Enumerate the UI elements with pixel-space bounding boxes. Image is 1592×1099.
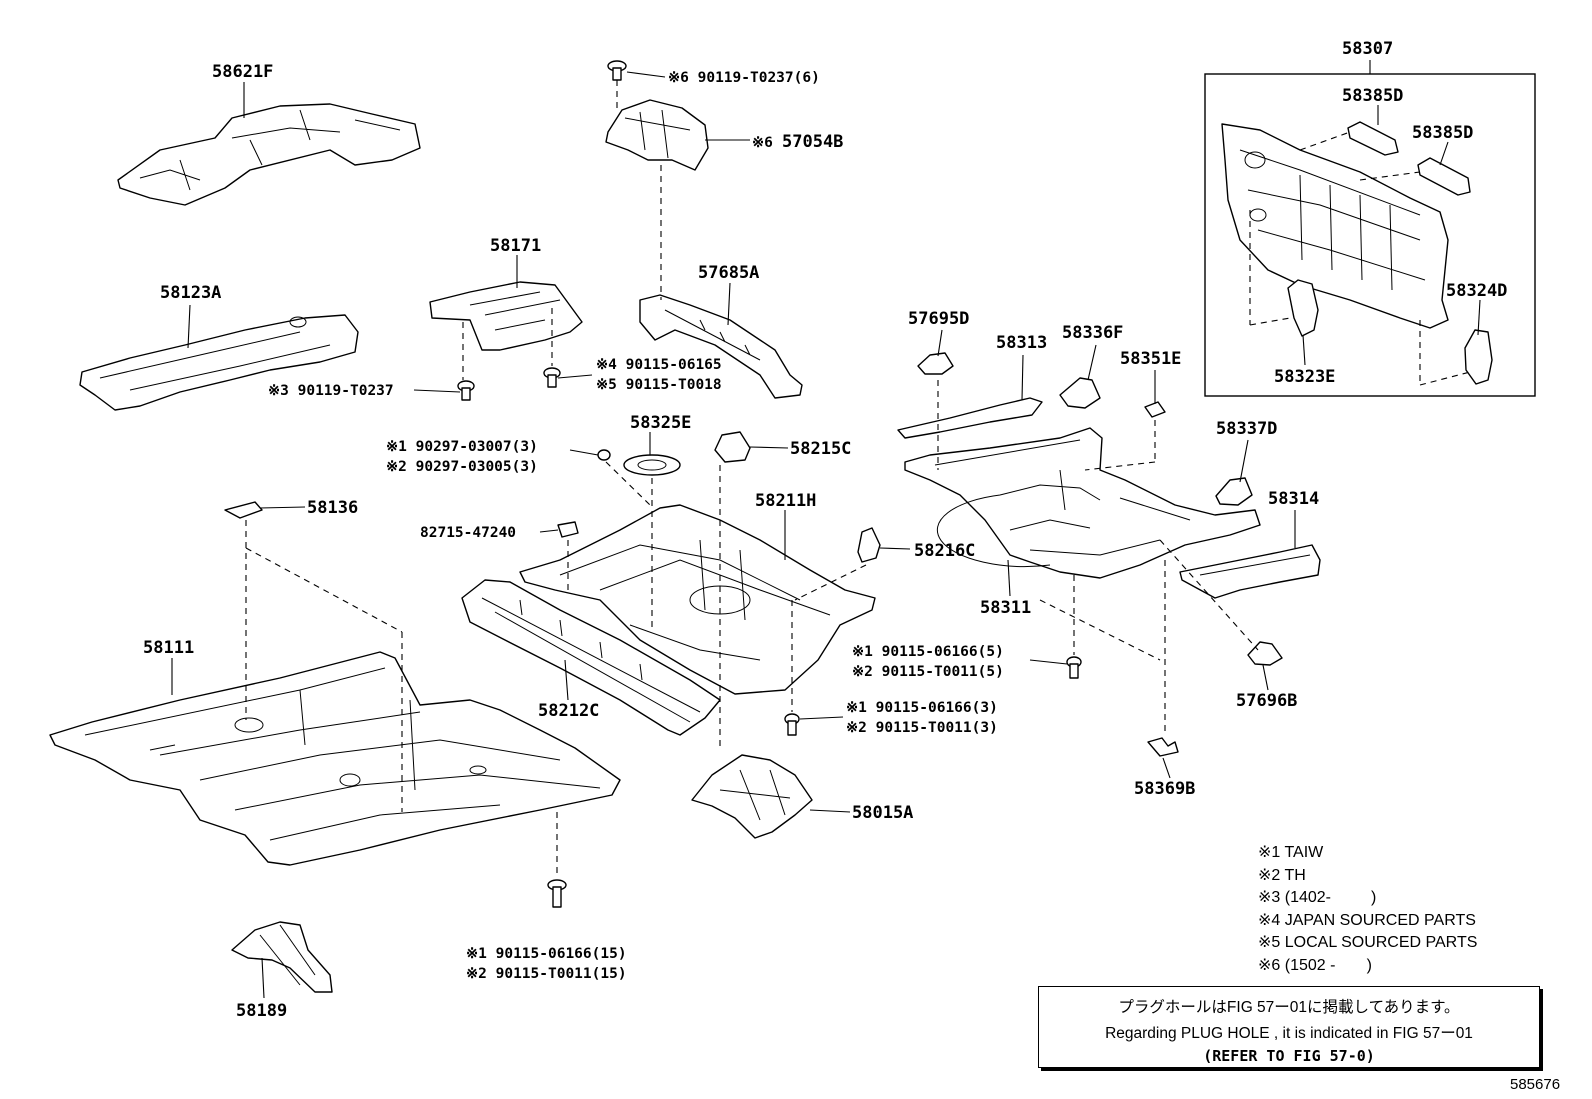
note-5: ※5 LOCAL SOURCED PARTS (1258, 934, 1478, 952)
fastener-nut-a: ※1 90297-03007(3) (386, 439, 538, 455)
part-58307-drawing (1221, 123, 1449, 329)
part-58136-drawing (224, 501, 263, 519)
part-58323E-drawing (1287, 279, 1319, 337)
label-58311: 58311 (980, 598, 1031, 618)
plug-hole-refer-link[interactable]: (REFER TO FIG 57-0) (1203, 1047, 1375, 1065)
label-58325E: 58325E (630, 413, 691, 433)
part-58212C-drawing (461, 579, 721, 736)
label-58336F: 58336F (1062, 323, 1123, 343)
label-58212C: 58212C (538, 701, 599, 721)
part-57054B-drawing (605, 99, 709, 171)
part-58015A-drawing (691, 754, 813, 839)
fastener-mid-b: ※2 90115-T0011(5) (852, 664, 1004, 680)
dashed-alignment-lines (245, 80, 1471, 878)
label-57054B: 57054B (782, 132, 843, 152)
label-57685A: 57685A (698, 263, 759, 283)
part-58351E-drawing (1144, 401, 1166, 418)
part-57695D-drawing (917, 352, 954, 375)
fastener-low-b: ※2 90115-T0011(3) (846, 720, 998, 736)
label-58385D-a: 58385D (1342, 86, 1403, 106)
label-58111: 58111 (143, 638, 194, 658)
note-6: ※6 (1502 - ) (1258, 956, 1372, 974)
part-58369B-drawing (1147, 737, 1179, 757)
leader-lines (171, 60, 1481, 999)
label-58337D: 58337D (1216, 419, 1277, 439)
part-82715-drawing (557, 521, 579, 538)
bolt-top-drawing (607, 60, 627, 81)
label-82715-47240: 82715-47240 (420, 525, 516, 541)
part-58385D-b-drawing (1417, 157, 1471, 196)
nut-drawing (597, 449, 611, 461)
fastener-bot-b: ※2 90115-T0011(15) (466, 966, 627, 982)
fastener-mid-a: ※1 90115-06166(5) (852, 644, 1004, 660)
part-58314-drawing (1179, 544, 1321, 599)
bolt-bottom-drawing (547, 879, 567, 908)
label-57695D: 57695D (908, 309, 969, 329)
part-58336F-drawing (1059, 377, 1101, 409)
part-58123A-drawing (79, 314, 359, 411)
fastener-low-a: ※1 90115-06166(3) (846, 700, 998, 716)
label-58307: 58307 (1342, 39, 1393, 59)
fastener-58171-b: ※5 90115-T0018 (596, 377, 722, 393)
label-58314: 58314 (1268, 489, 1319, 509)
part-58324D-drawing (1464, 329, 1493, 385)
part-58215C-drawing (714, 431, 751, 463)
plug-hole-note-japanese: プラグホールはFIG 57ー01に掲載してあります。 (1118, 999, 1460, 1016)
fastener-nut-b: ※2 90297-03005(3) (386, 459, 538, 475)
bolt-58171-drawing (543, 367, 561, 388)
note-2: ※2 TH (1258, 866, 1306, 884)
part-58311-drawing (904, 427, 1261, 579)
label-58136: 58136 (307, 498, 358, 518)
note-1: ※1 TAIW (1258, 844, 1324, 861)
notes-legend: ※1 TAIW ※2 TH ※3 (1402- ) ※4 JAPAN SOURC… (1258, 842, 1558, 978)
label-58211H: 58211H (755, 491, 816, 511)
part-58189-drawing (231, 921, 333, 993)
label-58369B: 58369B (1134, 779, 1195, 799)
label-58216C: 58216C (914, 541, 975, 561)
label-58189: 58189 (236, 1001, 287, 1021)
part-57685A-drawing (639, 294, 803, 399)
label-57696B: 57696B (1236, 691, 1297, 711)
part-57696B-drawing (1247, 641, 1283, 666)
bolt-lower-drawing (784, 713, 800, 736)
label-57054B-mark: ※6 (752, 135, 773, 151)
part-58337D-drawing (1215, 477, 1253, 506)
label-58385D-b: 58385D (1412, 123, 1473, 143)
part-58325E-drawing (623, 454, 681, 476)
fastener-58171-a: ※4 90115-06165 (596, 357, 722, 373)
label-58621F: 58621F (212, 62, 273, 82)
label-58323E: 58323E (1274, 367, 1335, 387)
label-58215C: 58215C (790, 439, 851, 459)
plug-hole-note-box: プラグホールはFIG 57ー01に掲載してあります。 Regarding PLU… (1038, 986, 1540, 1068)
part-58171-drawing (429, 281, 583, 351)
fastener-bot-a: ※1 90115-06166(15) (466, 946, 627, 962)
part-58111-drawing (49, 651, 621, 866)
bolt-58123A-drawing (457, 380, 475, 401)
plug-hole-note-english: Regarding PLUG HOLE , it is indicated in… (1105, 1025, 1473, 1042)
catalog-number: 585676 (1510, 1076, 1561, 1093)
label-58171: 58171 (490, 236, 541, 256)
part-58621F-drawing (117, 103, 421, 206)
label-58313: 58313 (996, 333, 1047, 353)
part-58216C-drawing (857, 527, 881, 563)
label-58015A: 58015A (852, 803, 913, 823)
label-58324D: 58324D (1446, 281, 1507, 301)
label-58351E: 58351E (1120, 349, 1181, 369)
fastener-top-bolt: ※6 90119-T0237(6) (668, 70, 820, 86)
note-4: ※4 JAPAN SOURCED PARTS (1258, 911, 1476, 929)
part-58385D-a-drawing (1347, 121, 1399, 156)
label-58123A: 58123A (160, 283, 221, 303)
part-58313-drawing (897, 397, 1043, 439)
bolt-mid-drawing (1066, 656, 1082, 679)
note-3: ※3 (1402- ) (1258, 889, 1377, 907)
fastener-58123-bolt: ※3 90119-T0237 (268, 383, 394, 399)
